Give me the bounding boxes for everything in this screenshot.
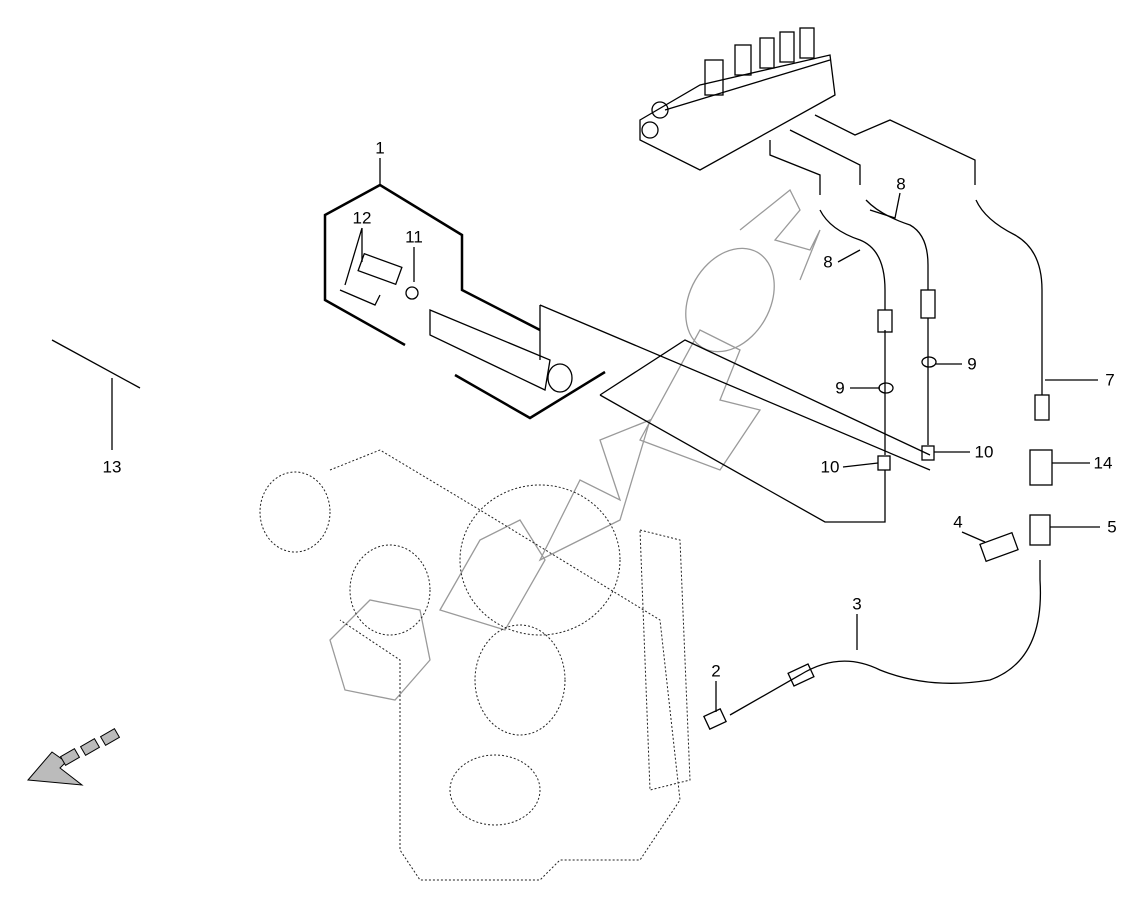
callout-8-lower: 8 <box>823 252 833 272</box>
hoses <box>703 114 1053 731</box>
valve-block <box>639 27 836 171</box>
callout-4: 4 <box>953 512 963 532</box>
callout-10-left: 10 <box>820 457 840 477</box>
callout-11: 11 <box>405 227 423 247</box>
callout-14: 14 <box>1093 453 1113 473</box>
callout-8-upper: 8 <box>896 174 906 194</box>
callout-9-left: 9 <box>835 378 845 398</box>
callout-7: 7 <box>1105 370 1115 390</box>
callout-3: 3 <box>852 594 862 614</box>
arrow-down-left-icon <box>26 727 121 786</box>
leader-lines <box>344 158 1100 712</box>
callout-1: 1 <box>375 138 385 158</box>
callout-9-right: 9 <box>967 354 977 374</box>
watermark <box>329 188 821 701</box>
machine-frame <box>259 449 691 881</box>
cable-tie <box>51 339 141 389</box>
callout-10-right: 10 <box>974 442 994 462</box>
callout-13: 13 <box>102 457 122 477</box>
callout-5: 5 <box>1107 517 1117 537</box>
callout-2: 2 <box>711 661 721 681</box>
cylinder-group <box>323 183 931 523</box>
callout-12: 12 <box>352 208 372 228</box>
